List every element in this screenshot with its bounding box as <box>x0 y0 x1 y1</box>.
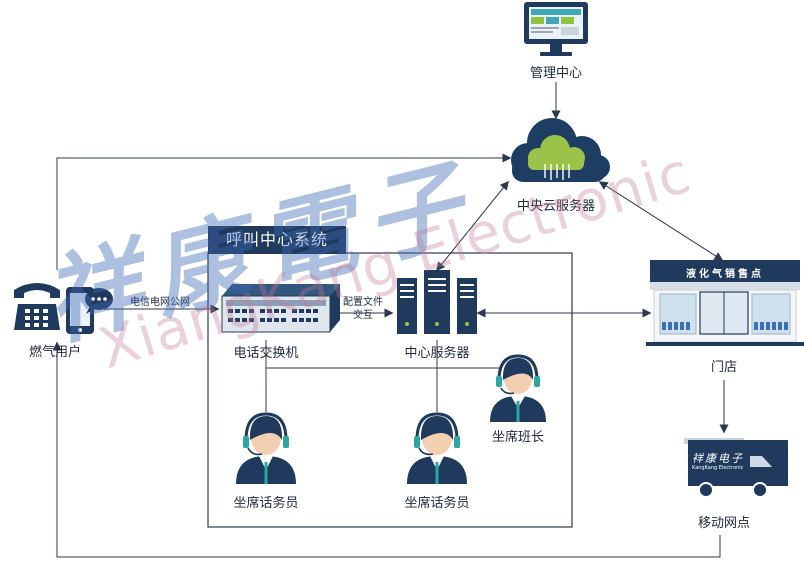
edge-user-cloud <box>56 153 512 270</box>
agent-avatar-2 <box>407 412 467 484</box>
label-central-server: 中心服务器 <box>404 346 470 361</box>
call-center-frame <box>207 252 573 528</box>
monitor-icon <box>524 2 588 56</box>
edge-cloud-server <box>436 180 509 272</box>
label-mobile-outlet: 移动网点 <box>697 516 751 531</box>
store-sign: 液化气销售点 <box>686 269 764 280</box>
truck-logo-sub: KangKang Electronic <box>692 465 744 471</box>
label-config-file: 配置文件 <box>343 297 383 308</box>
storefront-icon <box>646 260 804 346</box>
label-team-leader: 坐席班长 <box>491 430 545 445</box>
label-store: 门店 <box>710 360 738 375</box>
delivery-truck-icon <box>684 438 788 498</box>
mobile-phone-icon <box>66 287 94 334</box>
edge-cloud-store <box>598 181 724 261</box>
agent-avatar-1 <box>236 412 296 484</box>
server-rack-icon <box>397 270 477 334</box>
connectors <box>52 82 729 558</box>
call-center-system-title: 呼叫中心系统 <box>208 226 346 254</box>
label-config-exchange: 交互 <box>353 310 373 321</box>
label-management-center: 管理中心 <box>529 66 583 81</box>
leader-avatar <box>490 354 546 422</box>
edge-mobile-user <box>52 341 721 558</box>
label-gas-user: 燃气用户 <box>28 345 82 360</box>
label-agent-1: 坐席话务员 <box>233 496 299 511</box>
label-pstn: 电信电网公网 <box>130 297 190 308</box>
label-pbx: 电话交换机 <box>233 346 299 361</box>
truck-logo: 祥康电子 <box>692 452 744 465</box>
cloud-icon <box>511 118 610 182</box>
label-agent-2: 坐席话务员 <box>404 496 470 511</box>
label-central-cloud-server: 中央云服务器 <box>516 199 596 214</box>
pbx-switch-icon <box>221 284 340 333</box>
chat-bubble-icon <box>85 288 113 314</box>
telephone-icon <box>14 283 60 330</box>
